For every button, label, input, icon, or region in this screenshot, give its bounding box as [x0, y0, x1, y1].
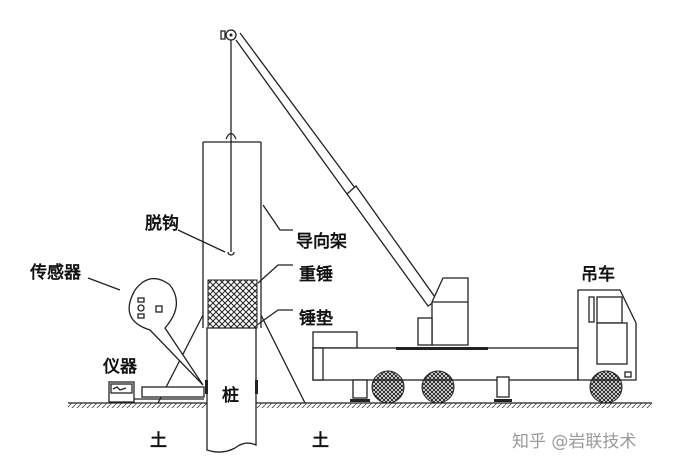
label-unhook: 脱钩	[145, 213, 179, 234]
wheel	[371, 370, 405, 404]
sensor-callout	[128, 278, 204, 386]
pile	[206, 327, 257, 453]
label-hammer: 重锤	[299, 264, 333, 285]
unhook-icon	[227, 251, 235, 256]
wheel	[421, 370, 455, 404]
label-soil-right: 土	[312, 430, 329, 451]
label-sensor: 传感器	[29, 262, 82, 283]
hammer	[207, 279, 258, 329]
label-hammer-pad: 锤垫	[299, 308, 333, 329]
label-instrument: 仪器	[102, 357, 138, 377]
label-guide-frame: 导向架	[296, 231, 347, 252]
label-pile: 桩	[222, 385, 239, 406]
crane-truck	[312, 277, 637, 404]
watermark: 知乎 @岩联技术	[512, 432, 636, 452]
label-crane-truck: 吊车	[581, 264, 615, 285]
label-soil-left: 土	[150, 430, 167, 451]
instrument-box	[108, 381, 205, 403]
ground-line	[68, 402, 652, 408]
wheel	[589, 370, 623, 404]
